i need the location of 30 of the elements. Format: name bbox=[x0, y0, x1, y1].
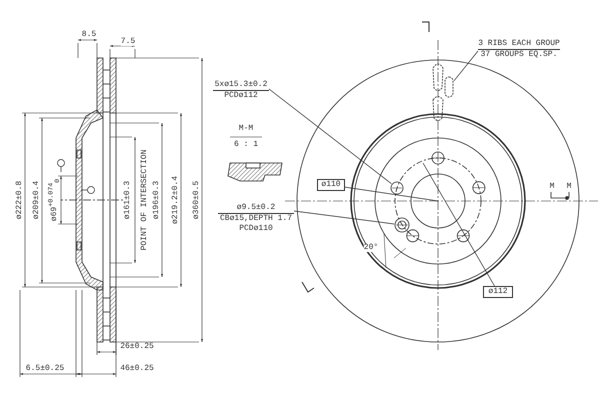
boxed-dimension: ø112 bbox=[483, 286, 513, 298]
dimension-label: ø161±0.3 bbox=[124, 180, 132, 220]
dimension-label: ø196±0.3 bbox=[153, 180, 161, 220]
dimension-label: ø360±0.5 bbox=[193, 180, 201, 220]
dimension-label: 7.5 bbox=[120, 38, 136, 46]
boxed-dimension: ø110 bbox=[317, 179, 345, 191]
leader-line bbox=[294, 210, 394, 224]
leader-note: ø9.5±0.2 CBø15,DEPTH 1.7 PCDø110 bbox=[218, 203, 294, 234]
rib-outline bbox=[444, 76, 454, 98]
dimension-label: 46±0.25 bbox=[120, 365, 154, 373]
dimension-label: ø219.2±0.4 bbox=[172, 176, 180, 224]
angle-label: 20° bbox=[364, 244, 378, 252]
leader-note: 3 RIBS EACH GROUP 37 GROUPS EQ.SP. bbox=[478, 39, 560, 60]
bolt-hole bbox=[390, 181, 404, 195]
leader-line bbox=[454, 50, 478, 82]
note-label: POINT OF INTERSECTION bbox=[141, 150, 149, 250]
leader-note: 5xø15.3±0.2 PCDø112 bbox=[213, 80, 269, 101]
section-label: M bbox=[550, 183, 554, 191]
leader-line bbox=[268, 88, 392, 184]
section-label: M-M bbox=[238, 125, 254, 133]
dimension-label: ø222±0.8 bbox=[16, 180, 24, 220]
bolt-hole bbox=[394, 217, 410, 233]
dimension-label: 8.5 bbox=[82, 31, 96, 39]
leader-line bbox=[422, 162, 495, 286]
leader-line bbox=[344, 186, 438, 202]
section-label: 6 : 1 bbox=[234, 141, 258, 149]
dimension-label: ø209±0.4 bbox=[33, 180, 41, 220]
dimension-label: 6.5±0.25 bbox=[26, 365, 64, 373]
dimension-label: 26±0.25 bbox=[120, 343, 154, 351]
section-label: M bbox=[566, 183, 572, 191]
